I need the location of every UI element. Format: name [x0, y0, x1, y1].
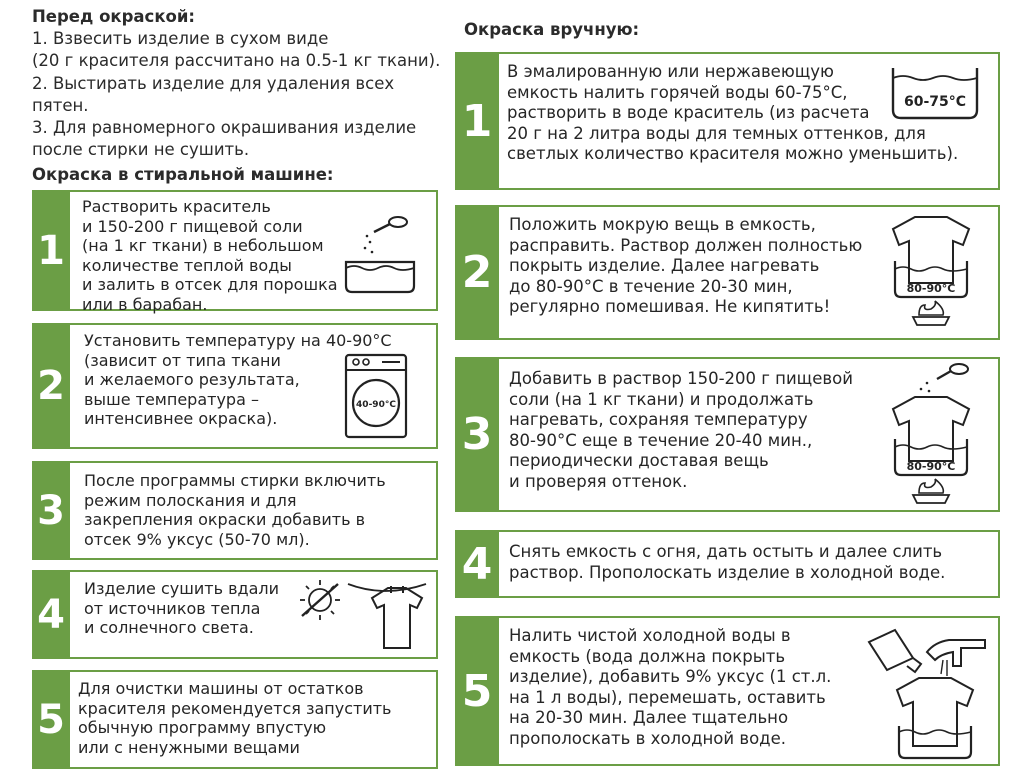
step-line: и проверяя оттенок. [509, 471, 688, 491]
before-text: 1. Взвесить изделие в сухом виде (20 г к… [32, 28, 440, 162]
step-line: периодически доставая вещь [509, 451, 769, 470]
step-number: 5 [455, 616, 499, 766]
step-line: и залить в отсек для порошка [82, 275, 338, 294]
step-line: регулярно помешивая. Не кипятить! [509, 297, 831, 316]
step-line: После программы стирки включить [84, 471, 386, 490]
step-line: Изделие сушить вдали [84, 579, 279, 598]
step-line: Растворить краситель [82, 197, 271, 216]
step-line: нагревать, сохраняя температуру [509, 410, 808, 429]
step-line: емкость налить горячей воды 60-75°С, [507, 82, 848, 102]
step-text: Положить мокрую вещь в емкость, расправи… [509, 215, 862, 318]
step-line: Положить мокрую вещь в емкость, [509, 215, 816, 234]
machine-temp-label: 40-90°С [356, 400, 396, 410]
step-line: интенсивнее окраска). [84, 409, 278, 428]
machine-step-5: 5 Для очистки машины от остатков красите… [32, 670, 438, 769]
step-text: Изделие сушить вдали от источников тепла… [84, 579, 279, 638]
machine-step-3: 3 После программы стирки включить режим … [32, 461, 438, 560]
machine-step-2: 2 Установить температуру на 40-90°С (зав… [32, 323, 438, 449]
before-line: 3. Для равномерного окрашивания изделие [32, 118, 417, 138]
machine-heading: Окраска в стиральной машине: [32, 165, 334, 184]
step-number: 4 [32, 570, 70, 659]
step-text: После программы стирки включить режим по… [84, 471, 386, 549]
before-line: после стирки не сушить. [32, 140, 250, 160]
step-text: Добавить в раствор 150-200 г пищевой сол… [509, 369, 853, 492]
step-line: и солнечного света. [84, 618, 254, 637]
step-number: 4 [455, 530, 499, 598]
step-line: изделие), добавить 9% уксус (1 ст.л. [509, 667, 832, 686]
step-line: или с ненужными вещами [78, 737, 300, 757]
step-text: Налить чистой холодной воды в емкость (в… [509, 626, 831, 749]
step-line: 20 г на 2 литра воды для темных оттенков… [507, 123, 926, 143]
shirt-pot-burner-icon: 80-90°С [891, 216, 971, 326]
step-line: Для очистки машины от остатков [78, 679, 364, 698]
step-number: 1 [455, 52, 499, 190]
step-line: прополоскать в холодной воде. [509, 728, 786, 748]
before-line: 2. Выстирать изделие для удаления всех [32, 73, 395, 93]
step-number: 2 [32, 323, 70, 449]
step-line: на 1 л воды), перемешать, оставить [509, 687, 826, 707]
step-number: 5 [32, 670, 70, 769]
step-line: расправить. Раствор должен полностью [509, 235, 863, 255]
hot-water-pot-icon: 60-75°С [891, 68, 979, 120]
step-text: Для очистки машины от остатков красителя… [78, 679, 391, 757]
step-line: раствор. Прополоскать изделие в холодной… [509, 562, 946, 582]
step-number: 3 [455, 357, 499, 512]
step-text: Растворить краситель и 150-200 г пищевой… [82, 197, 338, 314]
before-line: 1. Взвесить изделие в сухом виде [32, 29, 329, 48]
washing-machine-icon: 40-90°С [344, 353, 408, 439]
step-line: количестве теплой воды [82, 255, 292, 275]
manual-step-3: 3 Добавить в раствор 150-200 г пищевой с… [455, 357, 1000, 512]
salt-shirt-pot-burner-icon: 80-90°С [891, 363, 971, 504]
before-heading: Перед окраской: [32, 7, 196, 26]
step-line: растворить в воде краситель (из расчета [507, 103, 870, 122]
step-line: на 20-30 мин. Далее тщательно [509, 708, 789, 727]
step-line: от источников тепла [84, 598, 261, 618]
manual-step-2: 2 Положить мокрую вещь в емкость, распра… [455, 205, 1000, 340]
step-line: Добавить в раствор 150-200 г пищевой [509, 369, 853, 388]
step-line: Снять емкость с огня, дать остыть и дале… [509, 542, 943, 561]
step-line: режим полоскания и для [84, 490, 297, 510]
step-line: до 80-90°С в течение 20-30 мин, [509, 276, 793, 296]
scoop-bowl-icon [344, 216, 416, 294]
vinegar-tap-shirt-icon [867, 628, 986, 760]
step-line: емкость (вода должна покрыть [509, 646, 786, 666]
step-text: Установить температуру на 40-90°С (завис… [84, 331, 392, 429]
step-line: соли (на 1 кг ткани) и продолжать [509, 389, 814, 409]
machine-step-4: 4 Изделие сушить вдали от источников теп… [32, 570, 438, 659]
step-line: (на 1 кг ткани) в небольшом [82, 236, 324, 255]
manual-step-5: 5 Налить чистой холодной воды в емкость … [455, 616, 1000, 766]
machine-step-1: 1 Растворить краситель и 150-200 г пищев… [32, 190, 438, 314]
step-line: закрепления окраски добавить в [84, 510, 366, 529]
step-number: 2 [455, 205, 499, 340]
no-sun-drying-icon [300, 580, 427, 649]
step-line: светлых количество красителя можно умень… [507, 144, 959, 163]
step-number: 3 [32, 461, 70, 560]
step-line: и 150-200 г пищевой соли [82, 216, 303, 236]
step-number: 1 [32, 190, 70, 311]
step-line: В эмалированную или нержавеющую [507, 62, 834, 81]
step-line: отсек 9% уксус (50-70 мл). [84, 529, 310, 549]
step-text: В эмалированную или нержавеющую емкость … [507, 62, 958, 165]
manual-heading: Окраска вручную: [464, 20, 640, 39]
step-line: или в барабан. [82, 294, 208, 314]
manual-step-4: 4 Снять емкость с огня, дать остыть и да… [455, 530, 1000, 598]
before-line: (20 г красителя рассчитано на 0.5-1 кг т… [32, 51, 441, 71]
step-line: Установить температуру на 40-90°С [84, 331, 392, 350]
step-line: покрыть изделие. Далее нагревать [509, 256, 820, 275]
pot-temp-label: 80-90°С [907, 460, 956, 473]
step-text: Снять емкость с огня, дать остыть и дале… [509, 542, 945, 583]
pot-temp-label: 80-90°С [907, 282, 956, 295]
before-line: пятен. [32, 95, 89, 115]
step-line: обычную программу впустую [78, 718, 327, 737]
pot-temp-label: 60-75°С [904, 94, 966, 110]
step-line: 80-90°С еще в течение 20-40 мин., [509, 430, 813, 450]
step-line: Налить чистой холодной воды в [509, 626, 791, 645]
step-line: красителя рекомендуется запустить [78, 698, 392, 718]
step-line: и желаемого результата, [84, 370, 300, 389]
manual-step-1: 1 В эмалированную или нержавеющую емкост… [455, 52, 1000, 190]
step-line: выше температура – [84, 389, 259, 409]
step-line: (зависит от типа ткани [84, 350, 281, 370]
